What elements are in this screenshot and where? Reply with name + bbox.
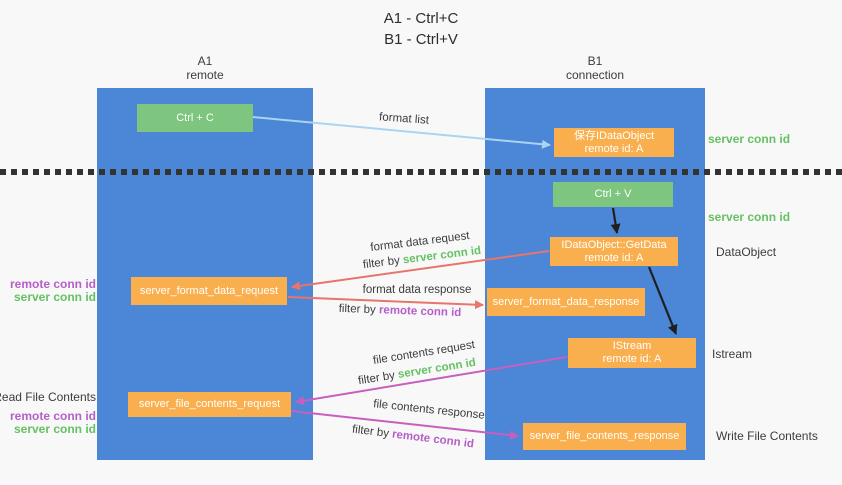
format-response-label: server_format_data_response [492,295,640,308]
filter-by-text: filter by [351,423,390,440]
getdata-line1: IDataObject::GetData [561,238,667,251]
getdata-line2: remote id: A [584,251,644,264]
filter-by-text: filter by [362,254,401,272]
server-conn-id-annotation-left-2: server conn id [13,422,96,436]
dotted-separator-line [0,169,842,175]
filter-by-text: filter by [357,369,396,388]
filter-by-text: filter by [338,302,376,317]
server-file-contents-response-box: server_file_contents_response [523,423,686,450]
ctrl-c-label: Ctrl + C [176,111,214,124]
server-conn-id-annotation-left-1: server conn id [13,290,96,304]
lane-a1-name: A1 [197,54,213,68]
server-format-data-response-box: server_format_data_response [487,288,645,316]
format-data-response-label: format data response [362,284,472,296]
ctrl-v-label: Ctrl + V [594,188,632,200]
server-conn-id-annotation-top: server conn id [708,132,791,146]
title-line-b1: B1 - Ctrl+V [384,31,458,48]
file-response-label: server_file_contents_response [529,430,680,442]
lane-a1-role: remote [186,68,224,82]
diagram-title: A1 - Ctrl+C B1 - Ctrl+V [384,8,459,50]
server-format-data-request-box: server_format_data_request [131,277,287,305]
lane-b1-role: connection [565,68,625,82]
istream-line2: remote id: A [602,353,662,365]
read-file-contents-annotation: Read File Contents [0,390,96,404]
filter-by-remote-conn-id-label-1: filter by remote conn id [338,303,461,319]
format-request-label: server_format_data_request [139,284,279,297]
file-contents-response-label: file contents response [372,398,486,422]
filter-by-remote-conn-id-label-2: filter by remote conn id [351,424,474,451]
ctrl-c-box: Ctrl + C [137,104,253,132]
format-list-label: format list [378,111,430,127]
save-idataobject-line1: 保存IDataObject [573,129,655,142]
dataobject-annotation: DataObject [716,245,777,259]
lane-b1-name: B1 [587,54,603,68]
save-idataobject-line2: remote id: A [584,142,644,155]
remote-conn-id-text: remote conn id [391,428,475,451]
remote-conn-id-text: remote conn id [378,304,462,320]
ctrl-v-box: Ctrl + V [553,182,673,207]
server-conn-id-annotation-mid: server conn id [708,210,791,224]
istream-box: IStream remote id: A [568,338,696,368]
write-file-contents-annotation: Write File Contents [716,429,818,443]
save-idataobject-box: 保存IDataObject remote id: A [554,128,674,157]
remote-conn-id-annotation-1: remote conn id [9,277,96,291]
istream-annotation: Istream [712,347,753,361]
idataobject-getdata-box: IDataObject::GetData remote id: A [550,237,678,266]
file-request-label: server_file_contents_request [138,398,281,410]
server-file-contents-request-box: server_file_contents_request [128,392,291,417]
lane-header-b1: B1 connection [566,54,624,82]
lane-header-a1: A1 remote [186,54,223,82]
remote-conn-id-annotation-2: remote conn id [9,409,96,423]
istream-line1: IStream [612,340,652,352]
title-line-a1: A1 - Ctrl+C [383,10,459,27]
